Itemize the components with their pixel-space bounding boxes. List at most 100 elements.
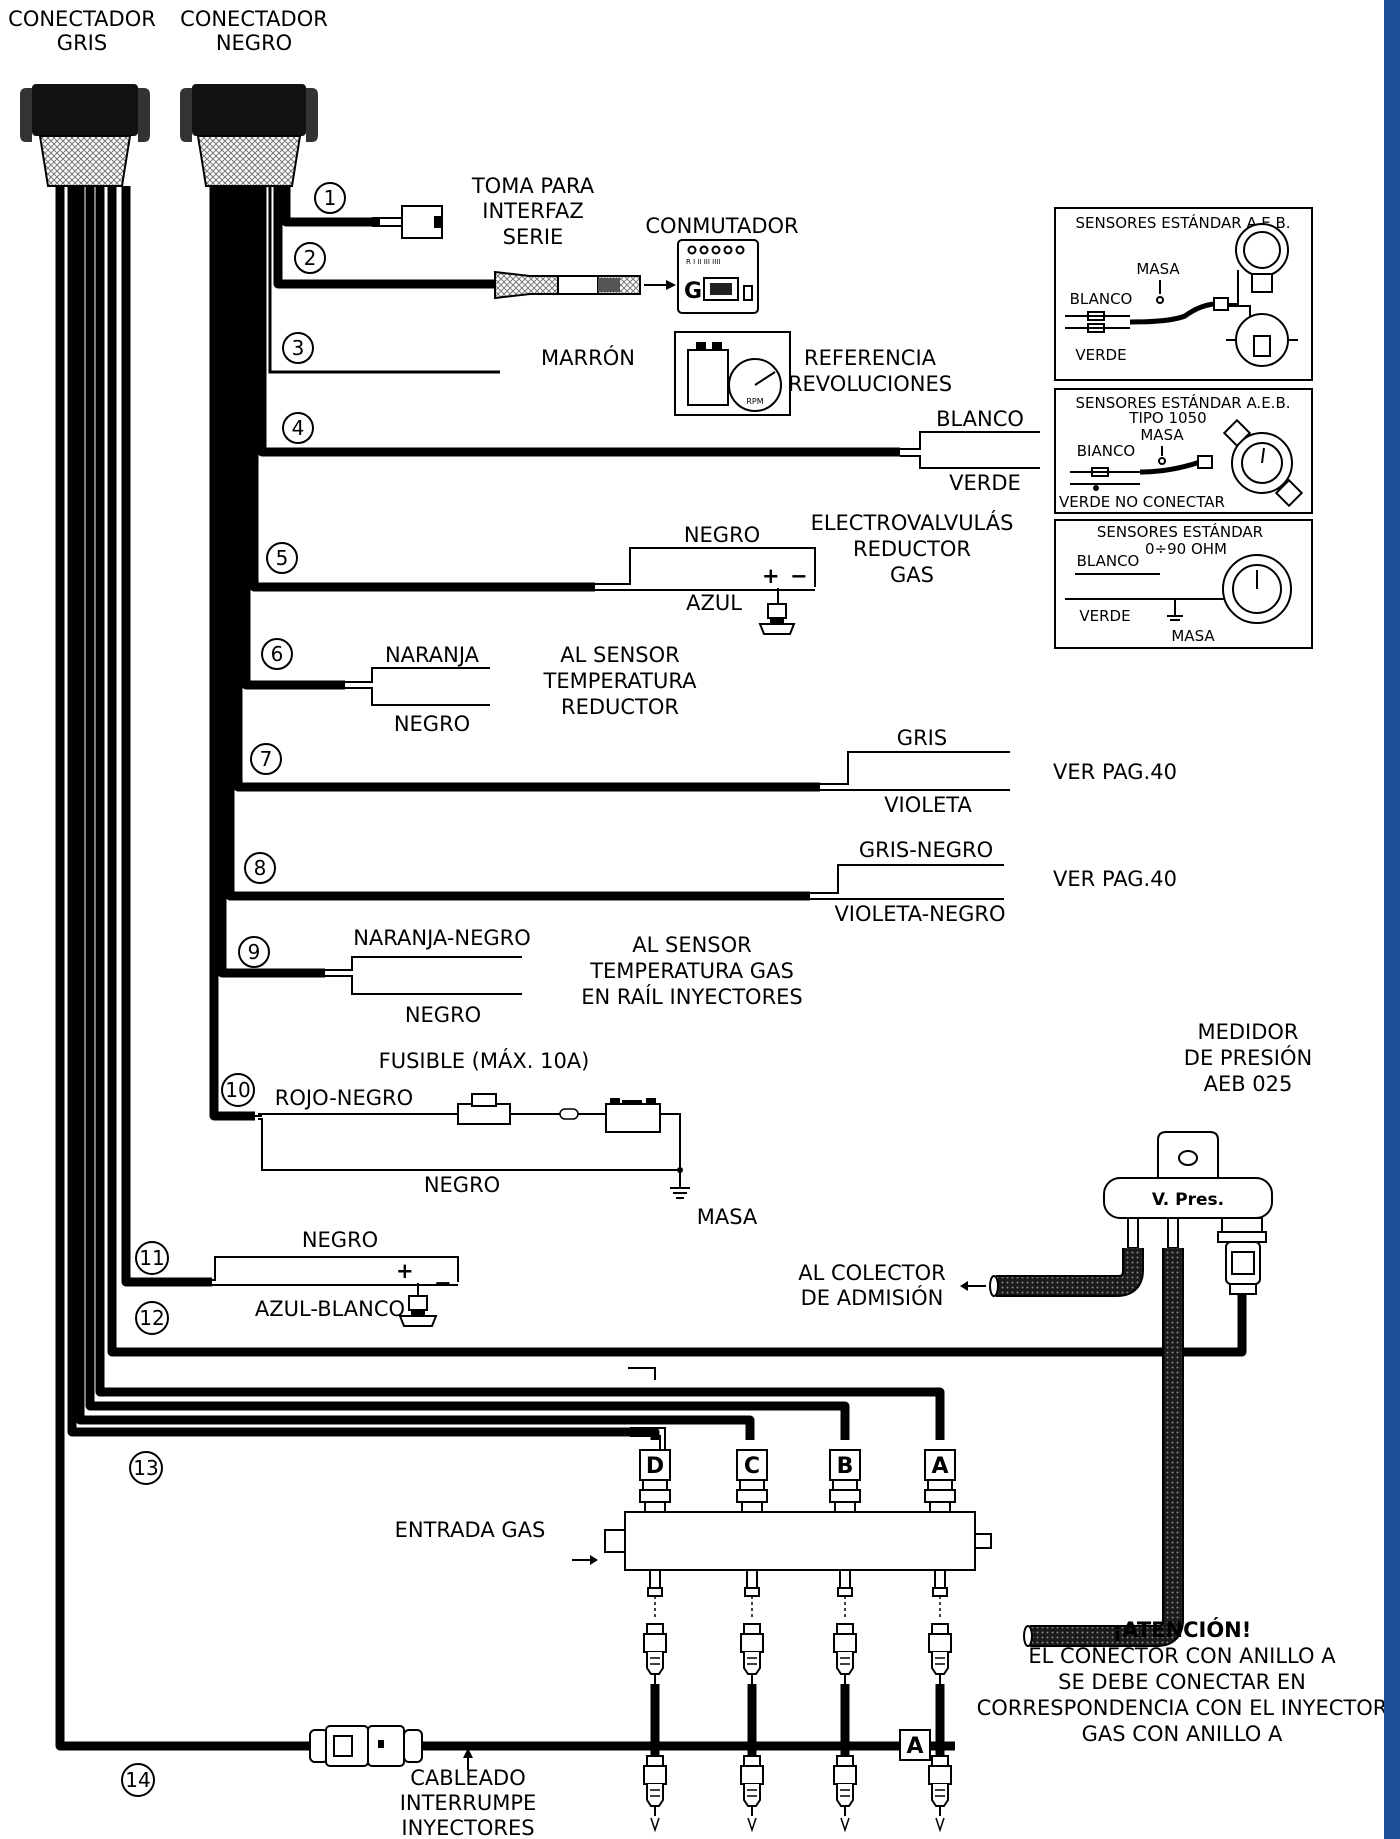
injector-b-upper [833,1623,857,1684]
rail-outlet-c [744,1569,760,1620]
injector-d-lower [643,1755,667,1816]
svg-text:B: B [837,1454,854,1479]
injector-tag-b: B [829,1449,861,1481]
atencion-line-2: SE DEBE CONECTAR EN [1058,1670,1306,1694]
connector-gris-label-2: GRIS [57,31,107,55]
svg-text:A: A [931,1454,948,1479]
sensor-box-3: SENSORES ESTÁNDAR 0÷90 OHM BLANCO VERDE … [1054,519,1313,649]
serial-interface-plug [372,205,443,239]
negro6-label: NEGRO [394,712,470,736]
svg-text:D: D [646,1454,664,1479]
connector-gris [20,84,150,187]
injector-tag-a: A [924,1449,956,1481]
number-13: 13 [129,1451,163,1485]
number-2: 2 [294,242,326,274]
rail-valve-c [736,1479,768,1513]
medidor-label-1: MEDIDOR [1197,1020,1298,1044]
gris-label: GRIS [897,726,947,750]
number-12: 12 [135,1301,169,1335]
number-3: 3 [282,332,314,364]
negro5-label: NEGRO [684,523,760,547]
minus-sign-11: − [434,1271,452,1295]
plus-sign-11: + [396,1259,414,1283]
svg-text:MASA: MASA [1140,426,1184,444]
azul-label: AZUL [686,591,742,615]
battery [605,1098,661,1133]
cableado-label-1: CABLEADO [410,1766,525,1790]
gris-negro-label: GRIS-NEGRO [859,838,993,862]
referencia-label-1: REFERENCIA [804,346,937,370]
svg-text:SENSORES ESTÁNDAR A.E.B.: SENSORES ESTÁNDAR A.E.B. [1075,393,1290,412]
atencion-line-1: EL CONECTOR CON ANILLO A [1028,1644,1336,1668]
number-11: 11 [135,1241,169,1275]
svg-text:V. Pres.: V. Pres. [1152,1190,1224,1210]
connector-negro-label-1: CONECTADOR [180,7,328,31]
naranja-negro-label: NARANJA-NEGRO [353,926,531,950]
number-9: 9 [238,936,270,968]
wire-11-loop [170,1256,459,1298]
injectors [639,1479,956,1833]
wire-8-split [810,864,1004,900]
electro-label-3: GAS [890,563,934,587]
negro10-label: NEGRO [424,1173,500,1197]
gas-rail [604,1511,992,1571]
svg-text:5: 5 [276,546,289,570]
page-edge-bar [1384,0,1400,1839]
rail-outlet-b [837,1569,853,1620]
svg-text:2: 2 [304,246,317,270]
number-10: 10 [221,1073,255,1107]
rojo-negro-label: ROJO-NEGRO [275,1086,413,1110]
injector-c-lower [740,1755,764,1816]
svg-text:VERDE: VERDE [1079,607,1130,625]
connector-gris-label-1: CONECTADOR [8,7,156,31]
fusible-label: FUSIBLE (MÁX. 10A) [379,1048,590,1073]
switch-device: R I II III IIII G [677,239,759,314]
sensor-box-1: SENSORES ESTÁNDAR A.E.B. MASA BLANCO VER… [1054,207,1313,381]
minus-sign: − [790,564,808,588]
gris-harness [55,186,1247,1751]
pressure-sensor: V. Pres. [1103,1131,1273,1295]
svg-text:10: 10 [225,1078,250,1102]
wire-4-split [900,431,1040,469]
rail-valve-b [829,1479,861,1513]
toma-label-3: SERIE [503,225,564,249]
svg-text:7: 7 [260,747,273,771]
referencia-label-2: REVOLUCIONES [788,372,952,396]
connector-negro [180,84,318,187]
wire-6-split [345,667,490,706]
svg-text:1: 1 [324,186,337,210]
svg-text:G: G [684,279,702,304]
ver-pag-2-label: VER PAG.40 [1053,867,1177,891]
svg-text:MASA: MASA [1136,260,1180,278]
entrada-gas-label: ENTRADA GAS [395,1518,546,1542]
sensor-gas-label-2: TEMPERATURA GAS [589,959,794,983]
svg-text:R I II III IIII: R I II III IIII [686,258,720,266]
toma-label-2: INTERFAZ [482,199,584,223]
injector-c-upper [740,1623,764,1684]
svg-text:C: C [744,1454,760,1479]
ver-pag-1-label: VER PAG.40 [1053,760,1177,784]
sensor-box-2: SENSORES ESTÁNDAR A.E.B. TIPO 1050 MASA … [1054,388,1313,514]
rpm-device: RPM [674,331,791,416]
svg-text:14: 14 [125,1768,150,1792]
wire-9-split [325,956,522,995]
svg-text:BIANCO: BIANCO [1077,442,1135,460]
valve-connector-5 [758,603,796,635]
rail-outlet-a [932,1569,948,1620]
svg-text:SENSORES ESTÁNDAR: SENSORES ESTÁNDAR [1097,522,1263,541]
svg-text:12: 12 [139,1306,164,1330]
negro-harness [209,186,900,1121]
negro11-label: NEGRO [302,1228,378,1252]
verde-label: VERDE [949,471,1021,495]
svg-text:TIPO 1050: TIPO 1050 [1128,409,1206,427]
number-4: 4 [282,412,314,444]
colector-label-1: AL COLECTOR [798,1261,946,1285]
plus-sign: + [762,564,780,588]
naranja-label: NARANJA [385,643,480,667]
medidor-label-2: DE PRESIÓN [1184,1045,1312,1070]
number-14: 14 [121,1763,155,1797]
toma-label-1: TOMA PARA [471,174,595,198]
svg-text:9: 9 [248,940,261,964]
svg-text:MASA: MASA [1171,627,1215,645]
vacuum-hoses [960,1248,1184,1647]
